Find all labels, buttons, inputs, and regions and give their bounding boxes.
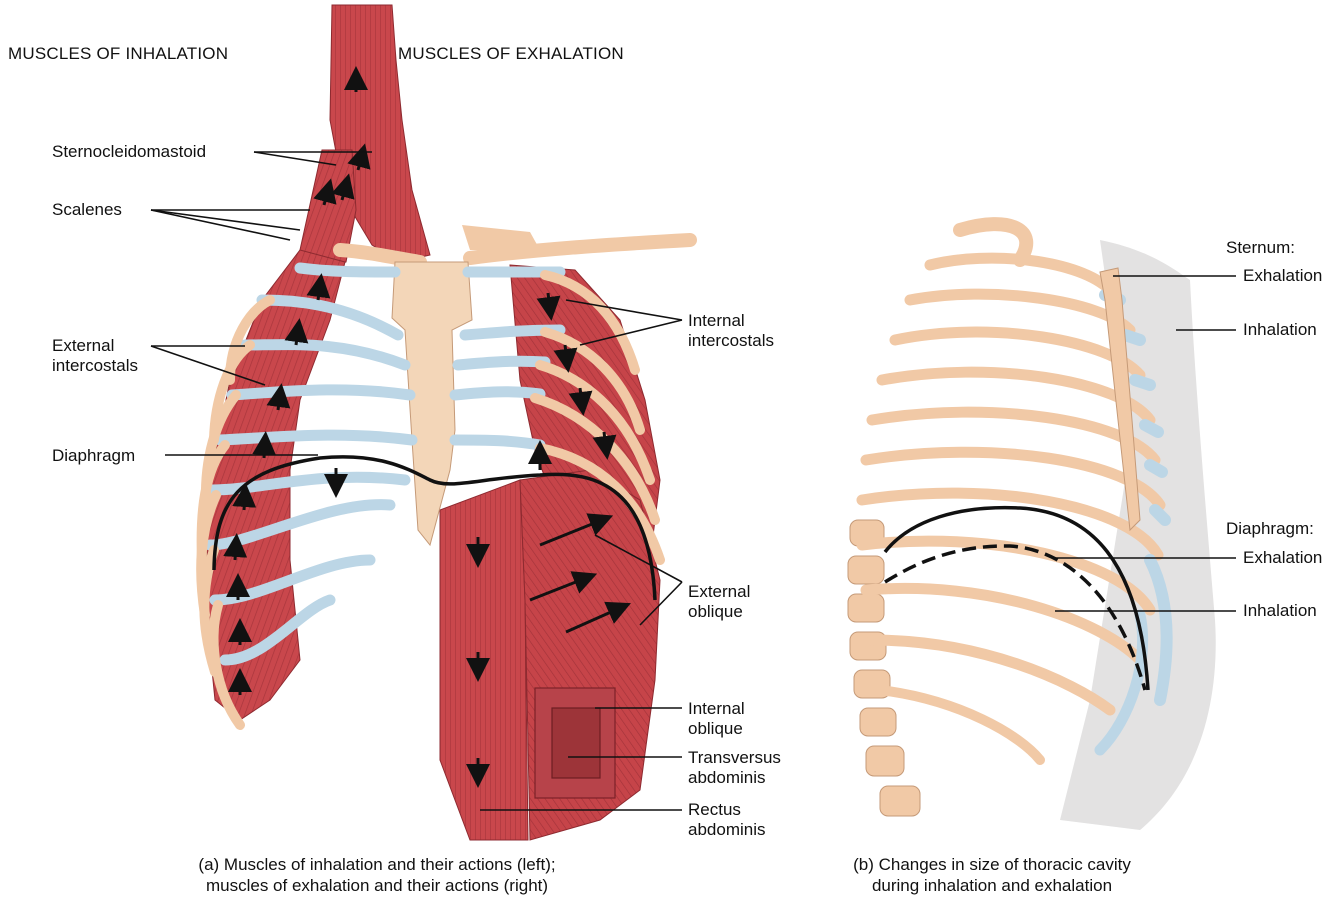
caption-b: (b) Changes in size of thoracic cavity d… <box>832 854 1152 896</box>
label-transversus-line2: abdominis <box>688 768 781 788</box>
label-diaphragm-inhalation: Inhalation <box>1243 601 1317 621</box>
label-sternocleidomastoid: Sternocleidomastoid <box>52 142 206 162</box>
label-external-oblique-line2: oblique <box>688 602 750 622</box>
label-external-oblique: External oblique <box>688 582 750 622</box>
caption-a-line2: muscles of exhalation and their actions … <box>172 875 582 896</box>
label-sternum-exhalation: Exhalation <box>1243 266 1322 286</box>
label-external-intercostals-line1: External <box>52 336 138 356</box>
label-internal-oblique: Internal oblique <box>688 699 745 739</box>
label-sternum-inhalation: Inhalation <box>1243 320 1317 340</box>
header-muscles-of-inhalation: MUSCLES OF INHALATION <box>8 44 228 64</box>
label-internal-oblique-line2: oblique <box>688 719 745 739</box>
label-sternum: Sternum: <box>1226 238 1295 258</box>
label-internal-intercostals: Internal intercostals <box>688 311 774 351</box>
label-internal-intercostals-line1: Internal <box>688 311 774 331</box>
panel-b-rib-cage <box>848 224 1216 830</box>
label-external-intercostals: External intercostals <box>52 336 138 376</box>
label-rectus-line1: Rectus <box>688 800 766 820</box>
label-rectus-line2: abdominis <box>688 820 766 840</box>
caption-a: (a) Muscles of inhalation and their acti… <box>172 854 582 896</box>
label-external-oblique-line1: External <box>688 582 750 602</box>
label-transversus-abdominis: Transversus abdominis <box>688 748 781 788</box>
panel-a-anatomy <box>201 5 690 840</box>
header-muscles-of-exhalation: MUSCLES OF EXHALATION <box>398 44 624 64</box>
label-internal-oblique-line1: Internal <box>688 699 745 719</box>
spine <box>848 520 920 816</box>
label-external-intercostals-line2: intercostals <box>52 356 138 376</box>
label-diaphragm-b: Diaphragm: <box>1226 519 1314 539</box>
label-diaphragm: Diaphragm <box>52 446 135 466</box>
label-rectus-abdominis: Rectus abdominis <box>688 800 766 840</box>
caption-b-line2: during inhalation and exhalation <box>832 875 1152 896</box>
label-scalenes: Scalenes <box>52 200 122 220</box>
caption-b-line1: (b) Changes in size of thoracic cavity <box>832 854 1152 875</box>
label-diaphragm-exhalation: Exhalation <box>1243 548 1322 568</box>
transversus-window <box>552 708 600 778</box>
rectus-abdominis-muscle <box>440 480 528 840</box>
scapula-tip <box>462 225 540 250</box>
caption-a-line1: (a) Muscles of inhalation and their acti… <box>172 854 582 875</box>
label-transversus-line1: Transversus <box>688 748 781 768</box>
label-internal-intercostals-line2: intercostals <box>688 331 774 351</box>
